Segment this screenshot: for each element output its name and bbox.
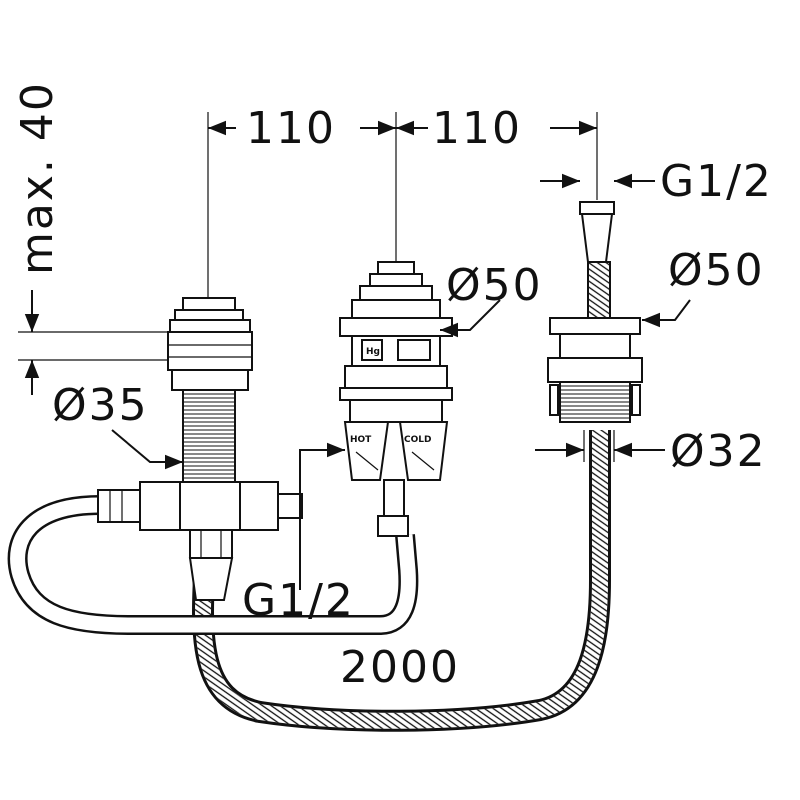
- dim-thread-right-top: G1/2: [660, 156, 773, 207]
- dim-spacing-right: 110: [432, 103, 522, 154]
- dim-hose-length: 2000: [340, 642, 460, 693]
- loop-hose: [7, 495, 419, 635]
- valve-logo: Hg: [366, 347, 380, 357]
- dim-max-height: max. 40: [12, 81, 63, 275]
- dim-pipe-left-diameter: Ø35: [52, 380, 149, 431]
- left-spout-assembly: [97, 297, 303, 601]
- cold-label: COLD: [404, 435, 431, 445]
- right-holder-assembly: [547, 201, 643, 423]
- hot-label: HOT: [350, 435, 372, 445]
- dim-thread-center: G1/2: [242, 575, 355, 626]
- dim-spacing-left: 110: [246, 103, 336, 154]
- dim-flange-center-diameter: Ø50: [446, 260, 543, 311]
- dim-flange-right-diameter: Ø50: [668, 245, 765, 296]
- long-hose: [192, 430, 611, 732]
- dimension-lines: [18, 112, 691, 590]
- dim-body-right-diameter: Ø32: [670, 426, 767, 477]
- center-valve-assembly: Hg HOT COLD: [339, 261, 453, 537]
